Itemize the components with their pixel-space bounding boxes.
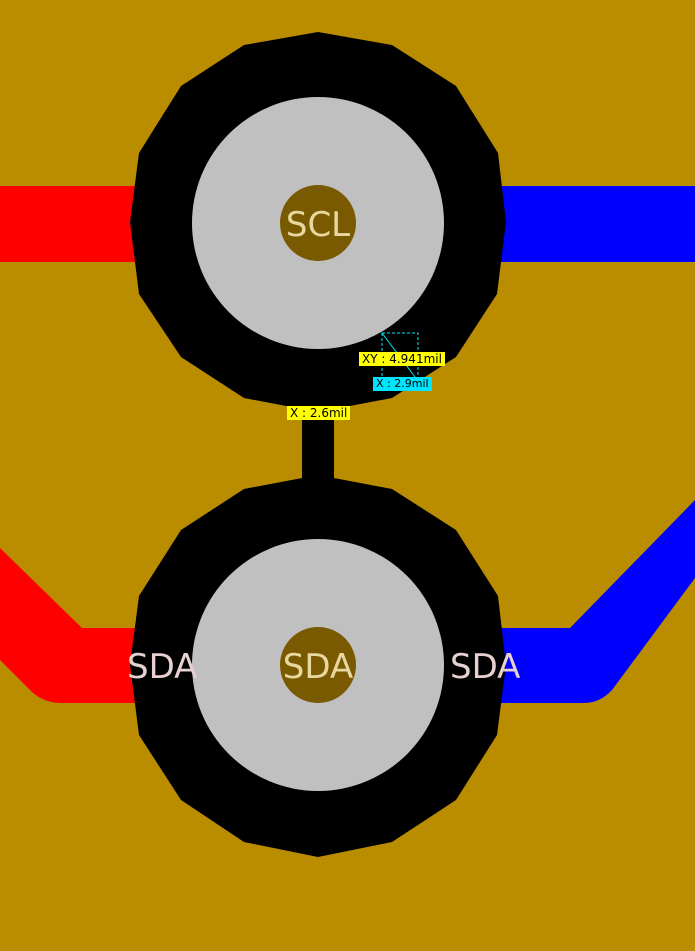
- sda-left-trace-label: SDA: [127, 647, 197, 687]
- x-neck-tag: X : 2.6mil: [287, 406, 351, 420]
- sda-right-trace-label: SDA: [450, 647, 520, 687]
- x-clearance-tag: X : 2.9mil: [373, 377, 432, 391]
- scl-pad-label: SCL: [286, 205, 350, 245]
- sda-pad-label: SDA: [283, 647, 353, 687]
- scl-drill-hole: [280, 185, 356, 261]
- xy-clearance-tag: XY : 4.941mil: [359, 352, 445, 366]
- sda-drill-hole: [280, 627, 356, 703]
